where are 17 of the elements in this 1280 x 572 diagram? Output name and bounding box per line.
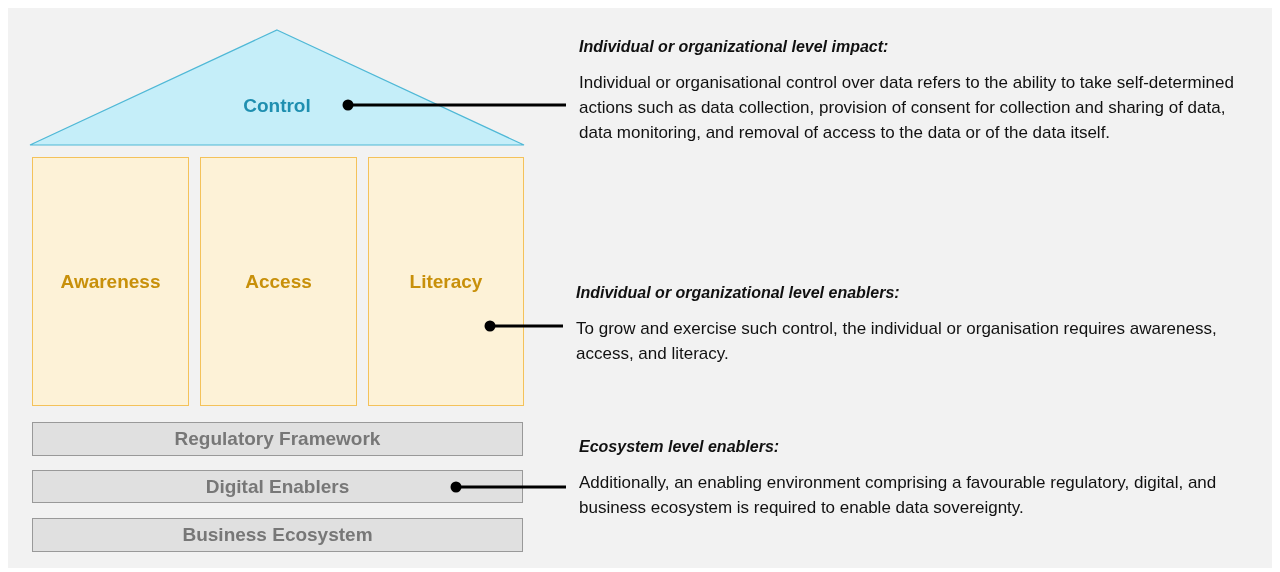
section-heading: Individual or organizational level enablers: [576,284,901,302]
foundation-bar: Regulatory Framework [32,422,523,456]
description-text: Individual or organisational control over data refers to the ability to take self-determined actions such as data collection, provision of consent for collection and sharing of data, data monitoring, and removal of access to the data or of the data itself. [579,72,1235,144]
roof-label: Control [243,95,311,117]
leader-line [484,320,563,332]
section-heading: Individual or organizational level impact: [579,38,890,56]
pillar: Literacy [368,157,524,406]
description-text: Additionally, an enabling environment comprising a favourable regulatory, digital, and business ecosystem is required to enable data sovereignty. [579,472,1218,519]
pillar: Access [200,157,357,406]
leader-line [450,481,566,493]
foundation-bar: Digital Enablers [32,470,523,503]
pillar: Awareness [32,157,189,406]
foundation-bar: Business Ecosystem [32,518,523,552]
leader-line [342,99,566,111]
section-heading: Ecosystem level enablers: [579,438,781,456]
description-text: To grow and exercise such control, the individual or organisation requires awareness, access, and literacy. [576,318,1218,365]
roof-triangle [29,29,525,146]
